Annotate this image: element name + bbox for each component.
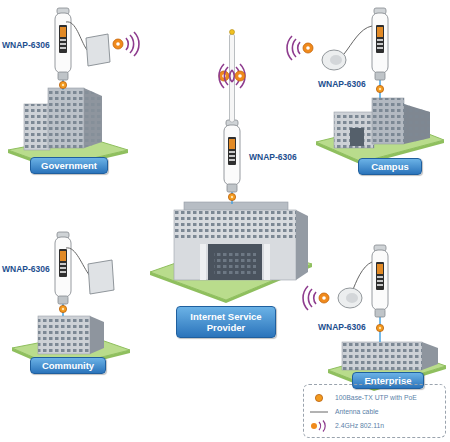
cable-sample <box>310 411 328 412</box>
campus-site-part <box>344 26 372 54</box>
campus-site-part <box>287 36 313 60</box>
community-site <box>12 232 130 371</box>
campus-site-part <box>330 55 342 65</box>
community-site-part <box>59 305 66 312</box>
site-label-box: Enterprise <box>352 372 424 389</box>
site-label-box: Community <box>30 357 106 374</box>
government-site-part <box>24 104 50 150</box>
legend-sample <box>308 392 330 404</box>
campus-site-part <box>372 98 404 144</box>
device-model: WNAP-6306 <box>318 322 366 332</box>
campus-site-part <box>322 50 346 70</box>
isp-site-part <box>174 210 296 280</box>
site-label-box: Internet Service Provider <box>176 306 276 338</box>
legend-row: Antenna cable <box>308 405 378 418</box>
isp-site-part <box>200 244 206 280</box>
community-site-part <box>88 260 114 294</box>
campus-site <box>287 8 444 165</box>
government-site <box>8 8 139 170</box>
legend-row: 2.4GHz 802.11n <box>308 419 384 432</box>
site-name: Community <box>42 360 94 371</box>
isp-site-part <box>296 210 308 280</box>
campus-site-part <box>372 8 388 80</box>
community-site-part <box>38 316 90 354</box>
device-model: WNAP-6306 <box>249 152 297 162</box>
campus-site-part <box>372 98 404 144</box>
legend-text: 2.4GHz 802.11n <box>335 422 384 429</box>
isp-site-part <box>219 64 245 88</box>
site-label-box: Government <box>30 157 108 174</box>
government-site-part <box>84 88 102 148</box>
campus-site-part <box>334 112 374 148</box>
enterprise-site-part <box>422 342 438 370</box>
enterprise-site-part <box>342 342 422 370</box>
legend-text: Antenna cable <box>335 408 378 415</box>
enterprise-site-part <box>303 286 329 310</box>
government-site-part <box>48 88 84 148</box>
site-label-box: Campus <box>358 158 422 175</box>
isp-site-part <box>264 244 270 280</box>
device-model: WNAP-6306 <box>318 79 366 89</box>
legend-sample <box>308 406 330 418</box>
enterprise-site-part <box>352 262 372 292</box>
government-site-part <box>86 34 110 66</box>
enterprise-site <box>303 245 446 391</box>
poe-sample <box>315 394 322 401</box>
enterprise-site-part <box>372 245 388 317</box>
enterprise-site-part <box>346 293 358 303</box>
government-site-part <box>59 81 66 88</box>
enterprise-site-part <box>342 342 422 370</box>
isp-site-part <box>224 120 240 192</box>
community-site-part <box>38 316 90 354</box>
campus-site-part <box>334 112 374 148</box>
campus-site-part <box>404 104 430 144</box>
government-site-part <box>55 8 71 80</box>
isp-site-part <box>219 64 245 88</box>
campus-site-part <box>350 128 364 146</box>
government-site-part <box>48 88 84 148</box>
enterprise-site-part <box>376 324 383 331</box>
enterprise-site-part <box>338 288 362 308</box>
site-name: Internet Service Provider <box>183 311 269 333</box>
government-site-part <box>8 150 128 170</box>
site-name: Campus <box>371 161 408 172</box>
government-site-part <box>113 32 139 56</box>
community-site-part <box>66 248 90 276</box>
campus-site-part <box>376 85 383 92</box>
device-model: WNAP-6306 <box>2 40 50 50</box>
government-site-part <box>66 22 87 50</box>
government-site-part <box>84 88 102 148</box>
site-name: Government <box>41 160 97 171</box>
legend-row: 100Base-TX UTP with PoE <box>308 391 417 404</box>
legend-sample <box>308 420 330 432</box>
isp-site-part <box>230 30 235 35</box>
community-site-part <box>55 232 71 304</box>
isp-site-part <box>214 250 256 274</box>
legend-box: 100Base-TX UTP with PoE Antenna cable 2.4G… <box>303 384 446 438</box>
campus-site-part <box>404 104 430 144</box>
isp-site-part <box>228 193 235 200</box>
legend-text: 100Base-TX UTP with PoE <box>335 394 417 401</box>
isp-site-part <box>208 244 262 280</box>
government-site-part <box>24 104 50 150</box>
community-site-part <box>90 316 104 354</box>
device-model: WNAP-6306 <box>2 264 50 274</box>
isp-site <box>150 30 312 304</box>
isp-site-part <box>174 210 296 240</box>
wireless-sample <box>311 420 325 431</box>
